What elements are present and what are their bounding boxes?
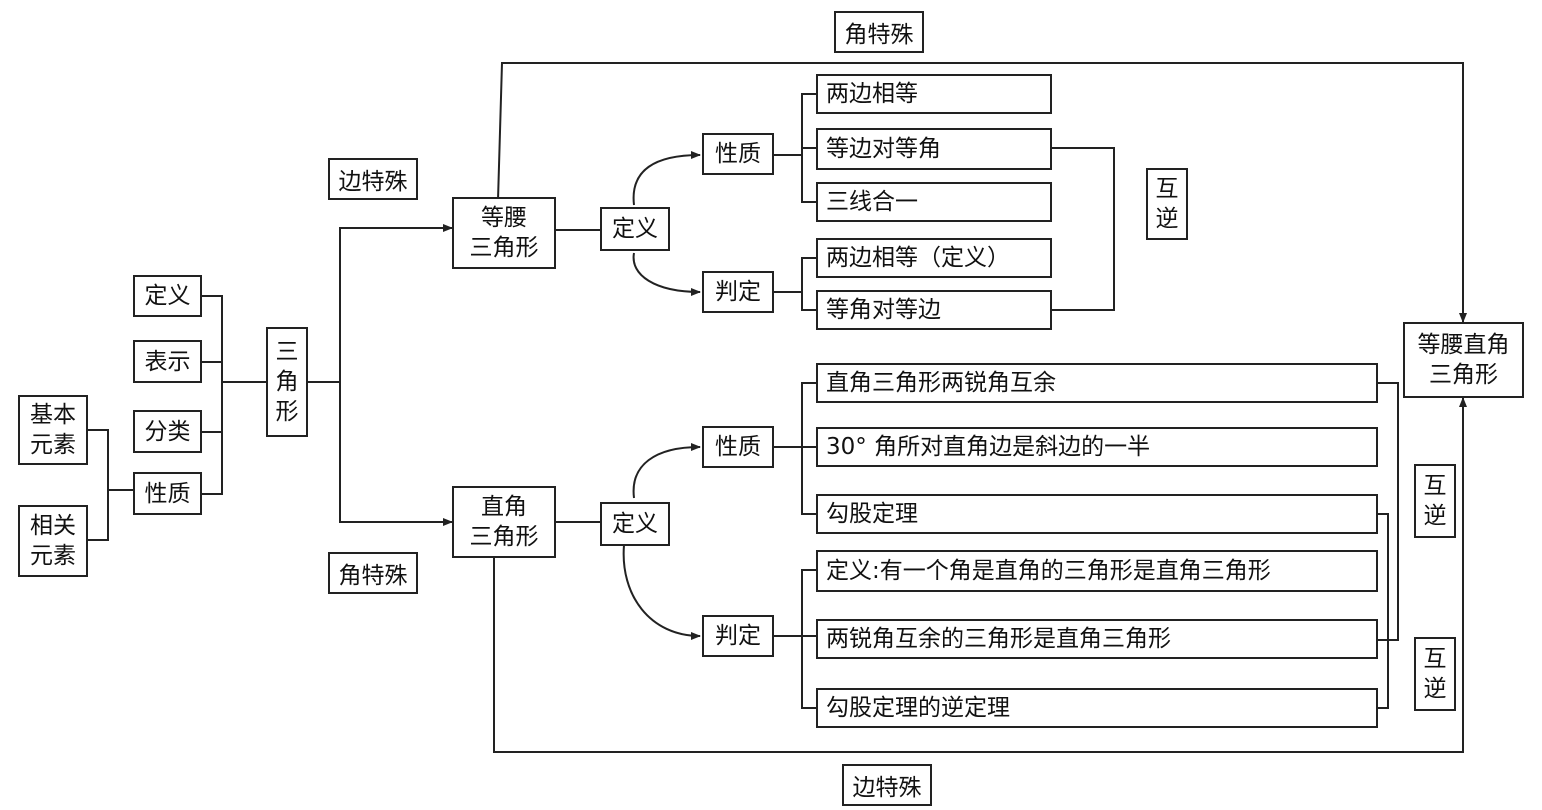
angle-special-label-top: 角特殊 bbox=[834, 11, 924, 53]
mutual-inverse-3-char-0: 互 bbox=[1423, 646, 1447, 672]
triangle-root-char-2: 形 bbox=[275, 399, 299, 425]
mutual-inverse-3-char-1: 逆 bbox=[1423, 676, 1447, 702]
right-definition: 定义 bbox=[600, 502, 670, 546]
right-prop-1: 直角三角形两锐角互余 bbox=[816, 363, 1378, 403]
iso-def-to-prop bbox=[632, 151, 701, 206]
isosceles-definition: 定义 bbox=[600, 207, 670, 251]
isosceles-line2: 三角形 bbox=[469, 235, 539, 261]
mutual-inverse-2-char-1: 逆 bbox=[1423, 503, 1447, 529]
right-judgement: 判定 bbox=[702, 615, 774, 657]
right-property: 性质 bbox=[702, 426, 774, 468]
basic-elements-line2: 元素 bbox=[30, 432, 76, 458]
right-to-isoright bbox=[493, 397, 1467, 753]
iso-inverse-bracket bbox=[1052, 147, 1115, 311]
side-special-label-top: 边特殊 bbox=[328, 158, 418, 200]
iso-prop-bracket bbox=[774, 93, 816, 203]
right-prop-bracket bbox=[774, 382, 816, 515]
right-prop-3: 勾股定理 bbox=[816, 494, 1378, 534]
right-judge-3: 勾股定理的逆定理 bbox=[816, 688, 1378, 728]
basic-elements-line1: 基本 bbox=[30, 402, 76, 428]
iso-judge-2: 等角对等边 bbox=[816, 290, 1052, 330]
related-elements-box: 相关元素 bbox=[18, 505, 88, 577]
isosceles-line1: 等腰 bbox=[481, 205, 527, 231]
triangle-root-box: 三角形 bbox=[266, 327, 308, 437]
iso-prop-3: 三线合一 bbox=[816, 182, 1052, 222]
related-elements-line1: 相关 bbox=[30, 513, 76, 539]
iso-judge-1: 两边相等（定义） bbox=[816, 238, 1052, 278]
iso-judge-bracket bbox=[774, 257, 816, 311]
right-def-to-judge bbox=[622, 544, 701, 640]
iso-prop-1: 两边相等 bbox=[816, 74, 1052, 114]
angle-special-label-left: 角特殊 bbox=[328, 552, 418, 594]
right-judge-2: 两锐角互余的三角形是直角三角形 bbox=[816, 619, 1378, 659]
right-triangle-box: 直角三角形 bbox=[452, 486, 556, 558]
right-inverse-bracket-2 bbox=[1378, 513, 1389, 709]
isoright-line1: 等腰直角 bbox=[1417, 332, 1510, 358]
mutual-inverse-label-3: 互逆 bbox=[1414, 637, 1456, 711]
aspect-notation: 表示 bbox=[133, 340, 202, 383]
right-line1: 直角 bbox=[481, 494, 527, 520]
related-elements-line2: 元素 bbox=[30, 543, 76, 569]
mutual-inverse-1-char-0: 互 bbox=[1155, 176, 1179, 202]
aspect-classification: 分类 bbox=[133, 410, 202, 453]
mutual-inverse-label-1: 互逆 bbox=[1146, 168, 1188, 240]
iso-to-isoright bbox=[497, 62, 1467, 323]
root-branch bbox=[308, 224, 453, 383]
triangle-root-char-0: 三 bbox=[275, 339, 299, 365]
aspect-definition: 定义 bbox=[133, 275, 202, 317]
mutual-inverse-2-char-0: 互 bbox=[1423, 473, 1447, 499]
mutual-inverse-1-char-1: 逆 bbox=[1155, 206, 1179, 232]
right-judge-bracket bbox=[774, 569, 816, 709]
isosceles-right-triangle-box: 等腰直角三角形 bbox=[1403, 322, 1524, 398]
isosceles-property: 性质 bbox=[702, 133, 774, 175]
iso-def-to-judge bbox=[632, 252, 701, 296]
right-prop-2: 30° 角所对直角边是斜边的一半 bbox=[816, 427, 1378, 467]
root-branch-right bbox=[339, 382, 453, 526]
side-special-label-bottom: 边特殊 bbox=[842, 764, 932, 806]
isosceles-triangle-box: 等腰三角形 bbox=[452, 197, 556, 269]
right-judge-1: 定义:有一个角是直角的三角形是直角三角形 bbox=[816, 550, 1378, 592]
iso-prop-2: 等边对等角 bbox=[816, 128, 1052, 170]
right-line2: 三角形 bbox=[469, 524, 539, 550]
isosceles-judgement: 判定 bbox=[702, 271, 774, 313]
mutual-inverse-label-2: 互逆 bbox=[1414, 464, 1456, 538]
aspect-property: 性质 bbox=[133, 472, 202, 515]
right-def-to-prop bbox=[632, 443, 701, 499]
isoright-line2: 三角形 bbox=[1429, 362, 1498, 388]
triangle-root-char-1: 角 bbox=[275, 369, 299, 395]
elements-bracket bbox=[88, 429, 133, 541]
basic-elements-box: 基本元素 bbox=[18, 395, 88, 465]
aspects-bracket bbox=[202, 295, 266, 495]
